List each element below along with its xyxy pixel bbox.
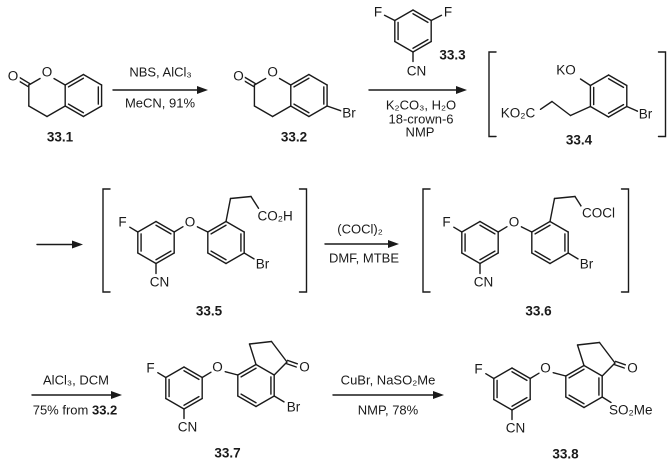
reaction-arrow-3 bbox=[36, 240, 83, 249]
compound-number-33-8: 33.8 bbox=[552, 445, 579, 461]
reaction-arrow-5 bbox=[31, 391, 122, 399]
step2-reagents-line3: NMP bbox=[405, 124, 435, 140]
structure-c4-skeleton bbox=[488, 51, 667, 138]
step2-reagents-line2: 18-crown-6 bbox=[388, 111, 454, 127]
c5-bromine-label: Br bbox=[254, 256, 271, 272]
compound-number-33-2: 33.2 bbox=[280, 128, 308, 144]
step2-reagents-line1: K₂CO₃, H₂O bbox=[385, 97, 457, 113]
c2-ring-oxygen-label: O bbox=[266, 63, 279, 79]
c8-ketone-oxygen-label: O bbox=[626, 360, 639, 376]
c3-nitrile-label: CN bbox=[405, 62, 428, 78]
c5-nitrile-label: CN bbox=[148, 273, 171, 289]
structure-c1-skeleton bbox=[16, 73, 103, 118]
c2-bromine-label: Br bbox=[341, 105, 357, 121]
c7-nitrile-label: CN bbox=[176, 418, 199, 434]
structure-c2-skeleton bbox=[242, 73, 342, 118]
c3-fluorine-left-label: F bbox=[372, 4, 384, 20]
step5-yield-note: 75% from 33.2 bbox=[32, 402, 118, 418]
step5-yield-text: 75% from bbox=[32, 402, 92, 418]
step4-reagents-above: (COCl)₂ bbox=[337, 221, 383, 237]
c1-carbonyl-oxygen-label: O bbox=[6, 67, 20, 83]
c3-fluorine-right-label: F bbox=[442, 4, 454, 20]
step5-reagents-above: AlCl₃, DCM bbox=[43, 372, 109, 388]
step5-yield-compound-ref: 33.2 bbox=[91, 402, 118, 418]
c4-potassium-phenolate-label: KO bbox=[555, 62, 577, 78]
c8-ether-oxygen-label: O bbox=[539, 359, 552, 375]
compound-number-33-7: 33.7 bbox=[214, 444, 241, 460]
step1-reagents-below: MeCN, 91% bbox=[124, 95, 196, 111]
c7-bromine-label: Br bbox=[285, 399, 302, 415]
c4-potassium-carboxylate-label: KO₂C bbox=[499, 104, 537, 120]
reaction-arrow-4 bbox=[324, 240, 399, 248]
c5-fluorine-label: F bbox=[117, 213, 128, 229]
c7-ether-oxygen-label: O bbox=[211, 358, 224, 374]
c6-acid-chloride-label: COCl bbox=[581, 204, 616, 220]
c1-ring-oxygen-label: O bbox=[40, 63, 54, 79]
reaction-arrow-6 bbox=[332, 391, 444, 399]
reaction-arrow-1 bbox=[112, 86, 208, 94]
compound-number-33-1: 33.1 bbox=[46, 129, 74, 145]
c6-ether-oxygen-label: O bbox=[507, 213, 521, 229]
c8-methylsulfonyl-label: SO₂Me bbox=[608, 401, 654, 417]
reaction-arrow-2 bbox=[368, 86, 467, 94]
structure-c6-skeleton bbox=[422, 188, 630, 293]
step4-reagents-below: DMF, MTBE bbox=[328, 250, 400, 266]
c5-ether-oxygen-label: O bbox=[183, 213, 197, 229]
structure-c3-skeleton bbox=[383, 9, 443, 63]
c7-ketone-oxygen-label: O bbox=[298, 359, 311, 375]
c2-carbonyl-oxygen-label: O bbox=[232, 67, 245, 83]
compound-number-33-5: 33.5 bbox=[195, 303, 223, 319]
compound-number-33-4: 33.4 bbox=[565, 131, 593, 147]
compound-number-33-6: 33.6 bbox=[525, 303, 552, 319]
c8-nitrile-label: CN bbox=[504, 419, 527, 435]
structure-c7-skeleton bbox=[157, 340, 299, 420]
c8-fluorine-label: F bbox=[473, 360, 484, 376]
structure-c5-skeleton bbox=[102, 188, 308, 293]
step6-reagents-above: CuBr, NaSO₂Me bbox=[340, 372, 436, 388]
c4-bromine-label: Br bbox=[637, 106, 654, 122]
c6-nitrile-label: CN bbox=[472, 273, 495, 289]
c6-fluorine-label: F bbox=[441, 213, 452, 229]
compound-number-33-3: 33.3 bbox=[439, 46, 466, 62]
step1-reagents-above: NBS, AlCl₃ bbox=[129, 64, 192, 80]
c6-bromine-label: Br bbox=[578, 256, 595, 272]
c7-fluorine-label: F bbox=[145, 359, 156, 375]
c5-carboxylic-acid-label: CO₂H bbox=[256, 207, 294, 223]
step6-reagents-below: NMP, 78% bbox=[357, 402, 419, 418]
structure-c8-skeleton bbox=[485, 341, 627, 421]
